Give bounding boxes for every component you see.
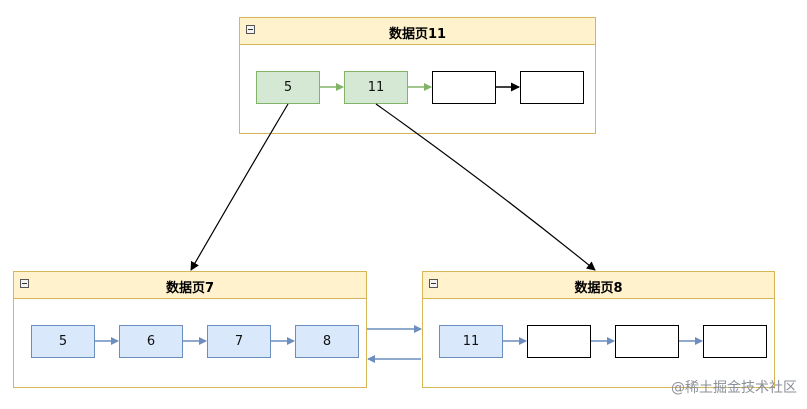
page-title: 数据页8: [574, 281, 623, 296]
record-cell: 5: [256, 71, 320, 104]
page-header: 数据页11: [240, 18, 595, 45]
collapse-icon[interactable]: [20, 279, 29, 288]
page-header: 数据页8: [423, 272, 774, 299]
collapse-icon[interactable]: [246, 25, 255, 34]
page-title: 数据页11: [388, 27, 447, 42]
watermark: @稀土掘金技术社区: [671, 380, 797, 396]
record-cell: 6: [119, 325, 183, 358]
record-cell: 7: [207, 325, 271, 358]
record-cell-empty: [703, 325, 767, 358]
record-cell-empty: [615, 325, 679, 358]
record-cell: 11: [344, 71, 408, 104]
page-title: 数据页7: [165, 281, 215, 296]
collapse-icon[interactable]: [429, 279, 438, 288]
record-cell: 5: [31, 325, 95, 358]
page-header: 数据页7: [14, 272, 366, 299]
record-cell-empty: [432, 71, 496, 104]
record-cell: 11: [439, 325, 503, 358]
record-cell-empty: [527, 325, 591, 358]
record-cell: 8: [295, 325, 359, 358]
record-cell-empty: [520, 71, 584, 104]
